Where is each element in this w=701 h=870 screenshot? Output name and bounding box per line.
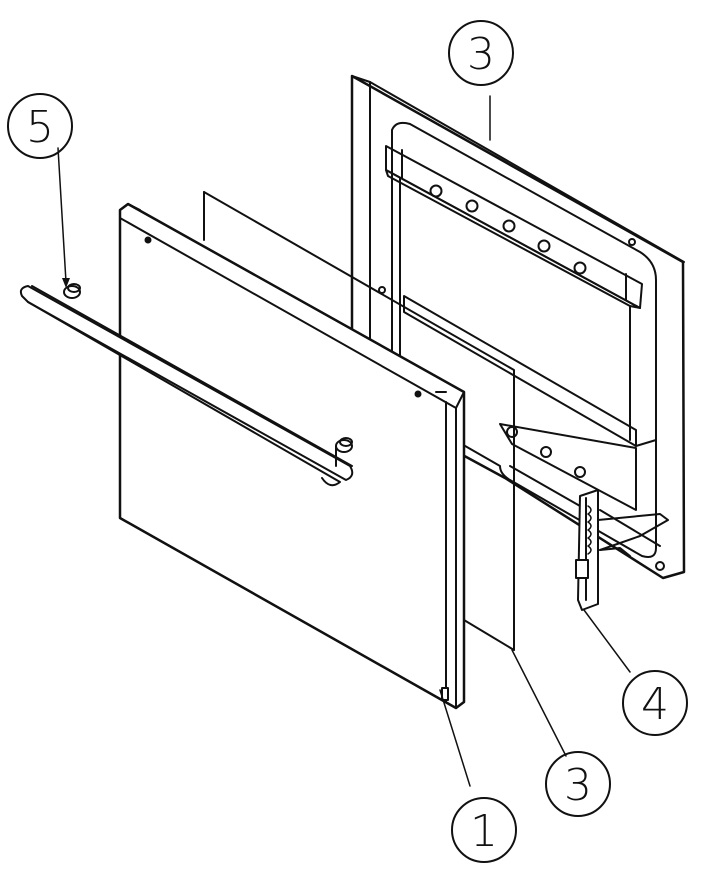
callout-4: [622, 670, 688, 736]
callout-5: [7, 93, 73, 159]
callout-1: [451, 797, 517, 863]
callout-4-label: 4: [641, 679, 669, 730]
door-panel: [118, 202, 466, 710]
callout-3-bottom-label: 3: [564, 760, 592, 811]
door-handle: [19, 283, 354, 487]
callout-3-top-label: 3: [467, 29, 495, 80]
callout-1-label: 1: [470, 806, 498, 857]
callout-5-label: 5: [26, 102, 54, 153]
callout-3-bottom: [545, 751, 611, 817]
callout-3-top: [448, 20, 514, 86]
door-hinge: [575, 489, 669, 611]
leader-lines: [57, 95, 631, 787]
insulation-sheet: [203, 191, 515, 651]
